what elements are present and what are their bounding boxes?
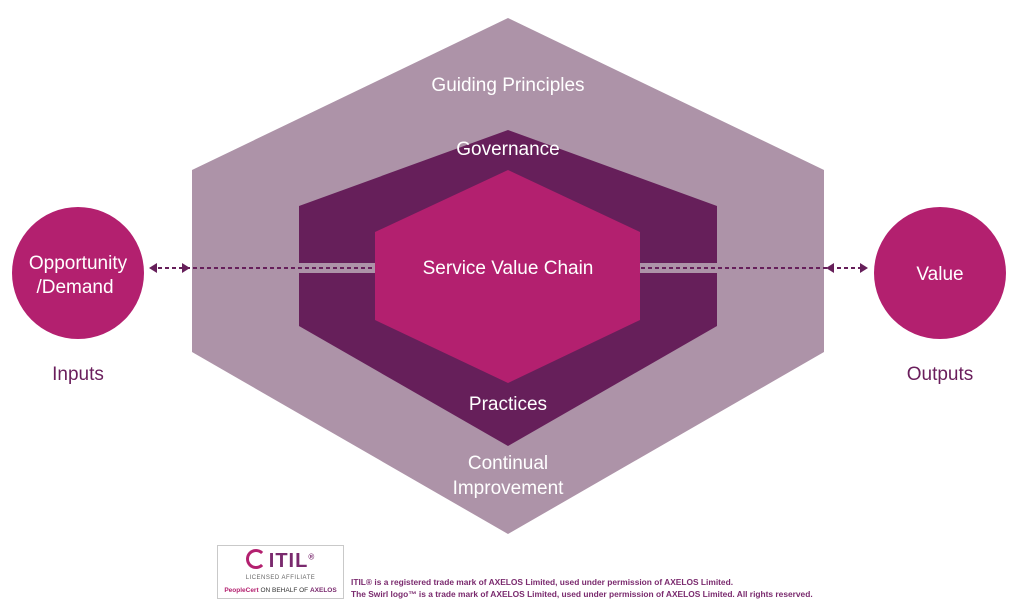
opportunity-demand-label-line2: /Demand	[36, 277, 113, 298]
peoplecert-text: PeopleCert	[224, 587, 259, 594]
input-arrow-left-icon	[149, 263, 157, 273]
output-arrow-right-icon	[860, 263, 868, 273]
itil-licensed-affiliate-logo: ITIL® LICENSED AFFILIATE PeopleCert ON B…	[217, 545, 344, 599]
itil-brand: ITIL	[268, 550, 309, 572]
peoplecert-axelos-strip: PeopleCert ON BEHALF OF AXELOS	[221, 585, 340, 596]
trademark-notice-line1: ITIL® is a registered trade mark of AXEL…	[351, 577, 734, 587]
opportunity-demand-label-line1: Opportunity	[29, 253, 128, 274]
inputs-label: Inputs	[52, 364, 104, 385]
itil-swirl-icon	[245, 549, 266, 569]
continual-improvement-label-line1: Continual	[468, 453, 548, 474]
licensed-affiliate-text: LICENSED AFFILIATE	[245, 575, 316, 581]
value-label: Value	[916, 264, 963, 285]
itil-trademark: ®	[308, 552, 316, 562]
opportunity-demand-circle	[12, 207, 144, 339]
guiding-principles-label: Guiding Principles	[431, 75, 584, 96]
service-value-chain-label: Service Value Chain	[423, 258, 594, 279]
axelos-text: AXELOS	[309, 587, 337, 594]
trademark-notice: ITIL® is a registered trade mark of AXEL…	[351, 576, 831, 600]
itil-logo-title: ITIL®	[218, 549, 343, 573]
service-value-chain-hexagon	[375, 170, 640, 383]
input-arrow-right-icon	[182, 263, 190, 273]
output-arrow-left-icon	[826, 263, 834, 273]
value-circle	[874, 207, 1006, 339]
trademark-notice-line2: The Swirl logo™ is a trade mark of AXELO…	[351, 589, 813, 599]
continual-improvement-label-line2: Improvement	[453, 478, 565, 499]
on-behalf-text: ON BEHALF OF	[260, 587, 309, 594]
governance-label: Governance	[456, 139, 560, 160]
practices-label: Practices	[469, 394, 547, 415]
outputs-label: Outputs	[907, 364, 974, 385]
